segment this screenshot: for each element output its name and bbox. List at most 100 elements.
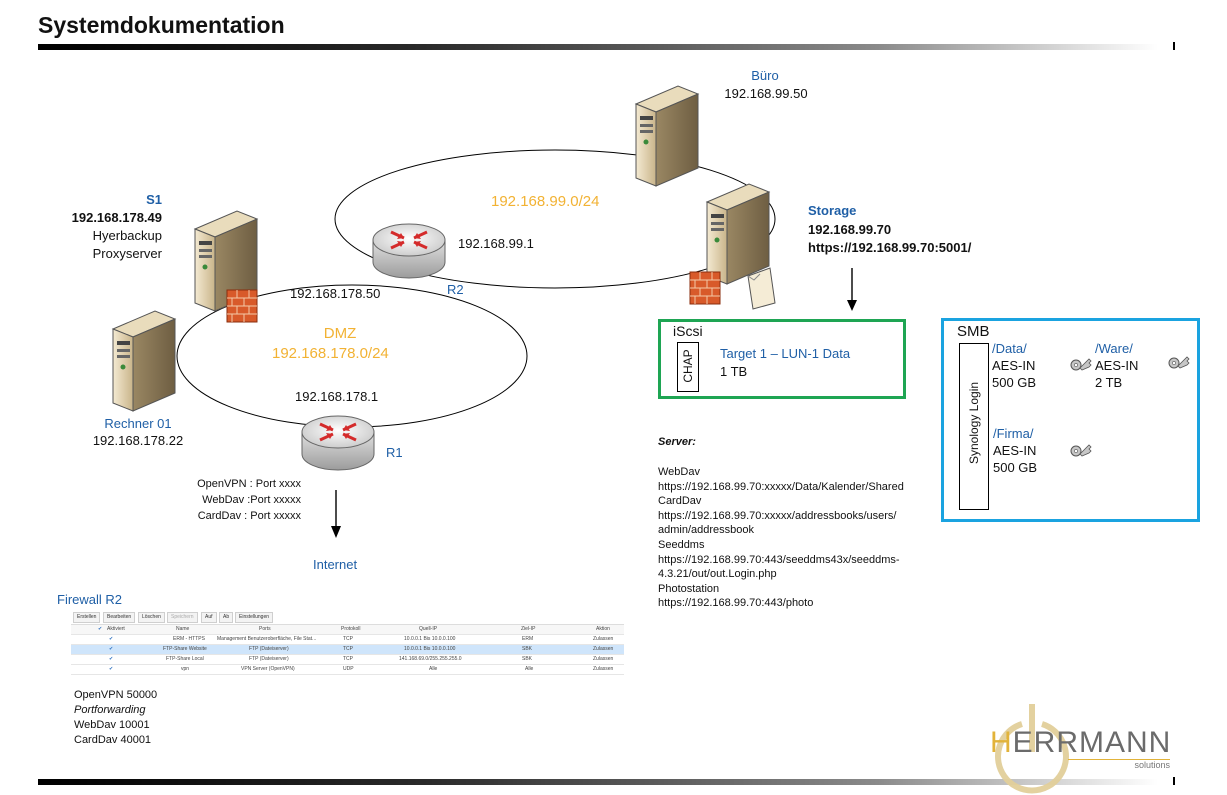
row-dest-ip: SBK <box>522 656 533 662</box>
s1-label: S1 <box>146 192 162 207</box>
row-enabled-check-icon[interactable]: ✔ <box>109 656 114 662</box>
fw-header-enable-check: ✔ <box>98 626 103 632</box>
fw-header-dest-ip[interactable]: Ziel-IP <box>521 626 536 632</box>
internet-label: Internet <box>313 557 358 572</box>
iscsi-box: iScsi CHAP Target 1 – LUN-1 Data 1 TB <box>658 319 906 399</box>
fw-delete-button[interactable]: Löschen <box>138 612 165 623</box>
server-line: 4.3.21/out/out.Login.php <box>658 568 777 581</box>
fw-save-button[interactable]: Speichern <box>167 612 198 623</box>
row-enabled-check-icon[interactable]: ✔ <box>109 646 114 652</box>
server-line: Seeddms <box>658 538 705 551</box>
share-data-size: 500 GB <box>992 375 1037 390</box>
fw-down-button[interactable]: Ab <box>219 612 234 623</box>
row-enabled-check-icon[interactable]: ✔ <box>109 636 114 642</box>
iscsi-title: iScsi <box>673 323 703 339</box>
server-line: WebDav <box>658 466 700 478</box>
fw-header-protocol[interactable]: Protokoll <box>341 626 361 632</box>
server-line[interactable]: https://192.168.99.70:xxxxx/Data/Kalende… <box>658 480 904 493</box>
note-openvpn: OpenVPN 50000 <box>74 689 158 701</box>
chap-box: CHAP <box>677 342 699 392</box>
table-row[interactable]: ✔ FTP-Share Website FTP (Dateiserver) TC… <box>71 645 624 655</box>
row-protocol: TCP <box>343 656 353 662</box>
internet-arrow <box>331 526 341 538</box>
table-row[interactable]: ✔ vpn VPN Server (OpenVPN) UDP Alle Alle… <box>71 665 624 675</box>
s1-role-line2: Proxyserver <box>92 246 162 261</box>
firewall-title: Firewall R2 <box>57 592 123 607</box>
storage-ip: 192.168.99.70 <box>808 222 892 237</box>
s1-role-line1: Hyerbackup <box>92 228 162 243</box>
server-line: admin/addressbook <box>658 524 755 537</box>
row-protocol: TCP <box>343 646 353 652</box>
storage-document-icon <box>747 267 776 310</box>
server-line[interactable]: https://192.168.99.70:xxxxx/addressbooks… <box>658 509 897 522</box>
fw-header-action[interactable]: Aktion <box>596 626 610 632</box>
row-name: ERM - HTTPS <box>173 636 205 642</box>
buero-server-icon <box>635 85 699 187</box>
footer-rule <box>38 779 1158 785</box>
header-rule <box>38 44 1158 50</box>
r1-router-icon <box>300 414 376 472</box>
row-dest-ip: Alle <box>525 666 534 672</box>
logo-prefix: H <box>990 726 1013 759</box>
row-ports: FTP (Dateiserver) <box>249 646 289 652</box>
storage-firewall-icon <box>689 271 721 305</box>
share-data-name: /Data/ <box>992 341 1027 356</box>
server-line: CardDav <box>658 495 702 508</box>
r2-dmz-ip: 192.168.178.50 <box>290 286 381 301</box>
logo-wordmark: HERRMANN <box>990 727 1171 759</box>
page-title: Systemdokumentation <box>38 12 285 38</box>
fw-header-name[interactable]: Name <box>176 626 190 632</box>
server-line[interactable]: https://192.168.99.70:443/photo <box>658 597 814 610</box>
row-action: Zulassen <box>593 656 614 662</box>
server-line: Photostation <box>658 582 720 595</box>
fw-create-button[interactable]: Erstellen <box>73 612 101 623</box>
r1-port-list: OpenVPN : Port xxxx WebDav :Port xxxxx C… <box>140 476 301 524</box>
smb-title: SMB <box>957 323 990 340</box>
r1-port-webdav: WebDav :Port xxxxx <box>202 494 301 506</box>
note-webdav: WebDav 10001 <box>74 719 150 731</box>
row-ports: Management Benutzeroberfläche, File Stat… <box>217 636 317 642</box>
r1-label: R1 <box>386 445 403 460</box>
storage-url[interactable]: https://192.168.99.70:5001/ <box>808 240 972 255</box>
chap-label: CHAP <box>681 349 695 383</box>
server-endpoints: WebDav https://192.168.99.70:xxxxx/Data/… <box>658 465 928 611</box>
logo-main: ERRMANN <box>1012 726 1172 759</box>
share-data-enc: AES-IN <box>992 358 1036 373</box>
buero-network-label: 192.168.99.0/24 <box>491 193 600 210</box>
fw-header-enabled[interactable]: Aktiviert <box>107 626 125 632</box>
logo-subtitle: solutions <box>1068 759 1170 770</box>
fw-settings-button[interactable]: Einstellungen <box>235 612 274 623</box>
share-ware-enc: AES-IN <box>1095 358 1139 373</box>
buero-label: Büro <box>751 68 779 83</box>
fw-header-ports[interactable]: Ports <box>259 626 271 632</box>
table-row[interactable]: ✔ ERM - HTTPS Management Benutzeroberflä… <box>71 635 624 645</box>
storage-label: Storage <box>808 203 857 218</box>
buero-ip: 192.168.99.50 <box>724 86 808 101</box>
fw-header-source-ip[interactable]: Quell-IP <box>419 626 438 632</box>
smb-share-firma: /Firma/ AES-IN 500 GB <box>993 425 1037 476</box>
server-heading: Server: <box>658 436 696 448</box>
row-enabled-check-icon[interactable]: ✔ <box>109 666 114 672</box>
share-ware-size: 2 TB <box>1095 375 1123 390</box>
synology-login-box: Synology Login <box>959 343 989 510</box>
fw-edit-button[interactable]: Bearbeiten <box>103 612 136 623</box>
header-rule-tick <box>1173 42 1175 50</box>
note-portforwarding: Portforwarding <box>74 704 146 716</box>
table-row[interactable]: ✔ FTP-Share Local FTP (Dateiserver) TCP … <box>71 655 624 665</box>
dmz-label: DMZ <box>323 325 357 342</box>
s1-ip: 192.168.178.49 <box>71 210 162 225</box>
row-action: Zulassen <box>593 666 614 672</box>
buero-network-ring <box>334 149 776 289</box>
rechner-label: Rechner 01 <box>104 416 172 431</box>
server-line[interactable]: https://192.168.99.70:443/seeddms43x/see… <box>658 553 900 566</box>
row-protocol: TCP <box>343 636 353 642</box>
row-source-ip: Alle <box>429 666 438 672</box>
row-source-ip: 10.0.0.1 Bis 10.0.0.100 <box>404 636 456 642</box>
fw-up-button[interactable]: Auf <box>201 612 217 623</box>
share-firma-size: 500 GB <box>993 460 1038 475</box>
row-ports: VPN Server (OpenVPN) <box>241 666 295 672</box>
footer-rule-tick <box>1173 777 1175 785</box>
share-ware-name: /Ware/ <box>1095 341 1133 356</box>
iscsi-target: Target 1 – LUN-1 Data <box>720 346 851 361</box>
